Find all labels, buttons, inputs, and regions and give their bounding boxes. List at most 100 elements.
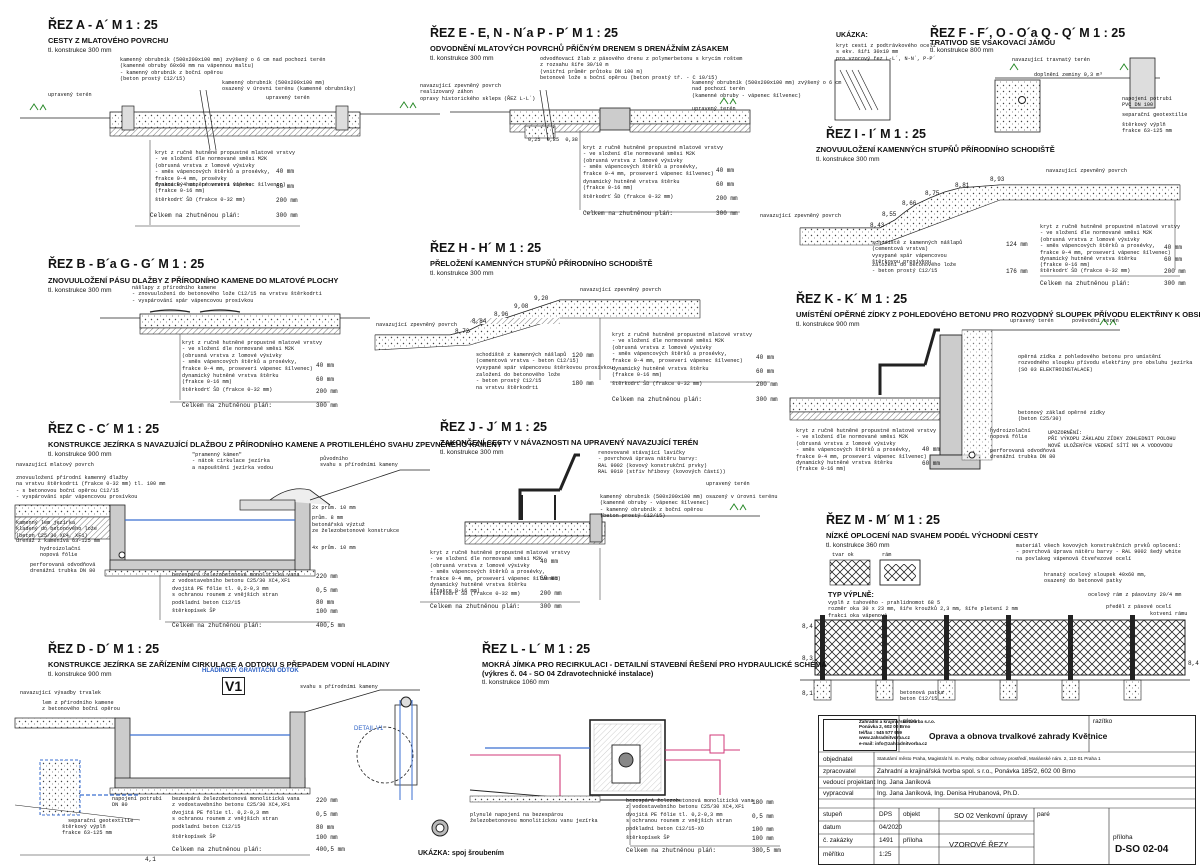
priloha2-label: příloha — [1113, 834, 1133, 841]
leftval-ii-2: 176 mm — [1006, 268, 1028, 275]
note-mm-4: předěl z pásové ocelí — [1106, 604, 1172, 610]
layer-bb-2: štěrkodrť ŠD (frakce 0-32 mm) — [182, 387, 273, 393]
layer-dd-1: dvojitá PE fólie tl. 0,2-0,3 mm s ochran… — [172, 810, 278, 823]
val-dd-0: 220 mm — [316, 797, 338, 804]
totalv-ll: 380,5 mm — [752, 847, 781, 854]
layer-hh-2: štěrkodrť ŠD (frakce 0-32 mm) — [612, 381, 703, 387]
note-dd-5: DETAIL V1 — [354, 726, 384, 732]
note-ff-3: napojení potrubí PVC DN 100 — [1122, 96, 1172, 109]
objednatel-value: Statutární město Praha, Magistrát hl. m.… — [877, 756, 1101, 761]
val-ll-1: 0,5 mm — [752, 813, 774, 820]
totalv-hh: 300 mm — [756, 396, 778, 403]
total-cc: Celkem na zhutněnou pláň: — [172, 622, 263, 629]
zakazky-value: 1491 — [879, 837, 894, 844]
section-konst-aa: tl. konstrukce 300 mm — [48, 47, 112, 54]
section-subtitle-dd: KONSTRUKCE JEZÍRKA SE ZAŘÍZENÍM CIRKULAC… — [48, 660, 390, 669]
note-ii-5: 8,66 — [902, 200, 917, 207]
section-konst-mm: tl. konstrukce 360 mm — [826, 542, 890, 549]
note-mm-0: materiál všech kovových konstrukčních pr… — [1016, 543, 1181, 562]
note-ii-4: 8,75 — [925, 190, 940, 197]
note-jj-1: upravený terén — [706, 481, 750, 487]
note-cc-6: hydroizolační nopová fólie — [40, 546, 81, 559]
note-hh-3: založení do betonového lože - beton pros… — [476, 372, 561, 391]
tvar-mm: tvar ok — [832, 552, 854, 558]
note-ii-1: navazující zpevněný povrch — [760, 213, 841, 219]
note-dd-3: V1 — [222, 677, 246, 695]
typ-mm: TYP VÝPLNĚ: — [828, 592, 874, 599]
datum-value: 04/2020 — [879, 824, 903, 831]
vypracoval-value: Ing. Jana Janíková, Ing. Denisa Hrubanov… — [877, 790, 1020, 797]
layer-ll-1: dvojitá PE fólie tl. 0,2-0,3 mm s ochran… — [626, 812, 732, 825]
note-mm-3: ocelový rám z pásoviny 20/4 mm — [1088, 592, 1182, 598]
val-aa-2: 200 mm — [276, 197, 298, 204]
section-mm-drawing — [800, 559, 1190, 701]
val-cc-2: 80 mm — [316, 599, 335, 606]
zpracovatel-label: zpracovatel — [823, 768, 856, 775]
note-mm-5: kotvení rámu — [1150, 611, 1188, 617]
layer-ll-3: štěrkopísek ŠP — [626, 835, 670, 841]
layer-ii-2: štěrkodrť ŠD (frakce 0-32 mm) — [1040, 268, 1131, 274]
section-title-ll: ŘEZ L - L´ M 1 : 25 — [482, 642, 591, 656]
val-aa-1: 60 mm — [276, 183, 295, 190]
layer-ll-0: bezespárá železobetonová monolitická van… — [626, 798, 754, 811]
layer-ii-0: kryt z ručně hutněné propustné mlatové v… — [1040, 224, 1181, 256]
section-title-jj: ŘEZ J - J´ M 1 : 25 — [440, 420, 547, 434]
totalv-bb: 300 mm — [316, 402, 338, 409]
section-ii-drawing — [799, 184, 1181, 277]
section-konst-ll: tl. konstrukce 1060 mm — [482, 679, 550, 686]
note-aa-0: kamenný obrubník (500x200x100 mm) zvýšen… — [120, 57, 326, 83]
layer-ii-1: dynamický hutněné vrstva štěrku (frakce … — [1040, 256, 1137, 269]
val-ee-1: 60 mm — [716, 181, 735, 188]
total-aa: Celkem na zhutněnou pláň: — [150, 212, 241, 219]
section-konst-ff: tl. konstrukce 800 mm — [930, 47, 994, 54]
totalv-ii: 300 mm — [1164, 280, 1186, 287]
note-hh-4: 8,72 — [455, 328, 470, 335]
leftval-hh-0: 120 mm — [572, 352, 594, 359]
note-mm-10: 8,4 — [1188, 660, 1199, 667]
layer-hh-1: dynamický hutněné vrstva štěrku (frakce … — [612, 366, 709, 379]
drawing-number: D-SO 02-04 — [1115, 844, 1169, 855]
total-ii: Celkem na zhutněnou pláň: — [1040, 280, 1131, 287]
layer-dd-3: štěrkopísek ŠP — [172, 834, 216, 840]
note-ff-5: štěrkový výplň frakce 63-125 mm — [1122, 122, 1172, 135]
leftval-ii-0: 124 mm — [1006, 241, 1028, 248]
layer-aa-1: dynamický hutněné vrstva štěrku (frakce … — [155, 182, 252, 195]
note-jj-2: kamenný obrubník (500x200x100 mm) osazen… — [600, 494, 778, 520]
note-aa-1: kamenný obrubník (500x200x100 mm) osazen… — [222, 80, 356, 93]
layer-dd-2: podkladní beton C12/15 — [172, 824, 241, 830]
dim-dd: 4,1 — [145, 856, 156, 863]
val-kk-1: 60 mm — [922, 460, 941, 467]
note-mm-7: 8,4 — [802, 623, 813, 630]
note-cc-11: 4x prům. 10 mm — [312, 545, 356, 551]
val-jj-2: 200 mm — [540, 590, 562, 597]
val-kk-0: 40 mm — [922, 446, 941, 453]
val-ee-2: 200 mm — [716, 195, 738, 202]
val-dd-3: 100 mm — [316, 834, 338, 841]
company-logo — [823, 719, 897, 751]
layer-kk-0: kryt z ručně hutněné propustné mlatové v… — [796, 428, 937, 460]
akce-value: Oprava a obnova trvalkové zahrady Květni… — [929, 731, 1108, 741]
note-ff-4: separační geotextilie — [1122, 112, 1188, 118]
layer-jj-1: dynamický hutněné vrstva štěrku (frakce … — [430, 582, 527, 595]
layer-cc-1: dvojitá PE fólie tl. 0,2-0,3 mm s ochran… — [172, 586, 278, 599]
layer-bb-1: dynamický hutněné vrstva štěrku (frakce … — [182, 373, 279, 386]
section-subtitle-aa: CESTY Z MLATOVÉHO POVRCHU — [48, 36, 169, 45]
objednatel-label: objednatel — [823, 756, 853, 763]
layer-ee-1: dynamický hutněné vrstva štěrku (frakce … — [583, 179, 680, 192]
note-ff-2: doplnění zeminy 0,3 m³ — [1034, 72, 1103, 78]
layer-aa-0: kryt z ručně hutněné propustné mlatové v… — [155, 150, 296, 189]
datum-label: datum — [823, 824, 841, 831]
section-dd-drawing — [14, 689, 449, 856]
val-bb-2: 200 mm — [316, 388, 338, 395]
section-title-hh: ŘEZ H - H´ M 1 : 25 — [430, 241, 542, 255]
note-hh-0: navazující zpevněný povrch — [580, 287, 661, 293]
section-subtitle-kk: UMÍSTĚNÍ OPĚRNÉ ZÍDKY Z POHLEDOVÉHO BETO… — [796, 310, 1200, 319]
note-kk-3: betonový základ opěrné zídky (beton C25/… — [1018, 410, 1106, 423]
total-bb: Celkem na zhutněnou pláň: — [182, 402, 273, 409]
val-bb-0: 40 mm — [316, 362, 335, 369]
note-dd-0: navazující výsadby trvalek — [20, 690, 101, 696]
note-ll-1: UKÁZKA: spoj šroubením — [418, 850, 504, 857]
totalv-dd: 400,5 mm — [316, 846, 345, 853]
section-ff-drawing — [834, 57, 1160, 133]
note-aa-2: upravený terén — [48, 92, 92, 98]
